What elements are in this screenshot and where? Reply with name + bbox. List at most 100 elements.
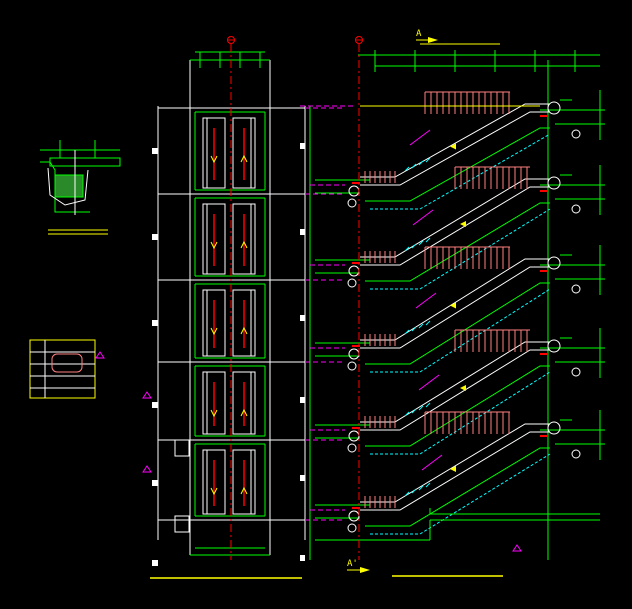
step-tick [411,163,417,169]
step-tick [411,488,417,494]
escalator-panel-left [202,449,226,515]
handrail-newel [547,421,561,435]
direction-arrow-icon [240,240,248,249]
escalator-step-line [360,266,550,349]
leader-line [409,129,431,146]
direction-arrow-icon [210,487,218,496]
escalator-section [300,43,605,560]
direction-arrow-icon [240,326,248,335]
escalator-step-line [360,111,550,186]
escalator-handrail-top [360,341,550,423]
escalator-truss-bottom [365,202,550,282]
escalator-truss-bottom [365,127,550,202]
step-tick [411,243,417,249]
leader-line [415,292,437,309]
section-label-bottom: A' [347,559,358,569]
escalator-truss-bottom [365,365,550,447]
leader-line [418,374,440,391]
leader-line [421,454,443,471]
step-tick [404,166,410,172]
floor-tag [152,480,158,486]
escalator-handrail-top [360,103,550,178]
level-marker-icon [95,351,105,359]
section-arrow-icon [428,37,438,43]
handrail-newel [547,101,561,115]
pit-wheel [571,367,581,377]
escalator-panel-left [202,371,226,435]
step-tick [404,329,410,335]
escalator-soffit-line [370,133,551,210]
escalator-soffit-line [370,208,551,290]
escalator-panel-right [232,371,256,435]
floor-tag [152,402,158,408]
step-tick [404,246,410,252]
axis-markers [227,36,363,560]
pit-wheel [347,443,357,453]
floor-tag [300,397,305,403]
handrail-newel [547,339,561,353]
step-tick [404,491,410,497]
side-box [174,515,190,533]
step-tick [425,157,431,163]
step-tick [411,326,417,332]
direction-arrow-icon [210,327,218,336]
flow-arrow-icon [450,143,456,150]
floor-tag [152,148,158,154]
flow-arrow-icon [450,302,456,309]
detail-handrail-section [40,140,121,235]
step-tick [425,482,431,488]
escalator-handrail-top [360,423,550,503]
step-tick [425,237,431,243]
floor-tag [300,555,305,561]
side-box [174,439,190,457]
pit-wheel [347,198,357,208]
floor-tag [152,234,158,240]
escalator-panel-right [232,289,256,357]
pit-wheel [571,204,581,214]
escalator-panel-right [232,117,256,189]
step-tick [425,320,431,326]
section-marker-bottom: A' [347,559,370,573]
level-marker-icon [142,391,152,399]
leader-line [412,209,434,226]
step-tick [418,160,424,166]
pit-wheel [571,284,581,294]
floor-tag [300,315,305,321]
escalator-soffit-line [370,453,551,535]
concrete-hatch [54,174,84,198]
detail-panel [29,339,105,399]
step-tick [418,405,424,411]
escalator-handrail-top [360,178,550,258]
pit-wheel [347,523,357,533]
step-tick [418,240,424,246]
escalator-panel-right [232,203,256,275]
pit-wheel [347,361,357,371]
step-tick [418,485,424,491]
direction-arrow-icon [240,154,248,163]
section-marker-top: A [416,29,438,43]
direction-arrow-icon [240,486,248,495]
floor-tag [300,475,305,481]
pit-wheel [347,278,357,288]
level-marker-icon [512,544,522,552]
level-marker-icon [142,465,152,473]
pit-wheel [571,449,581,459]
handrail-newel [547,256,561,270]
flow-arrow-icon [450,466,456,472]
escalator-panel-right [232,449,256,515]
escalator-step-line [360,431,550,511]
escalator-soffit-line [370,371,551,455]
direction-arrow-icon [210,409,218,418]
escalator-panel-left [202,289,226,357]
direction-arrow-icon [210,241,218,250]
axis-bubble-icon [355,36,363,44]
step-tick [425,402,431,408]
axis-bubble-icon [227,36,235,44]
step-tick [418,323,424,329]
section-arrow-icon [360,567,370,573]
step-tick [411,408,417,414]
flow-arrow-icon [460,385,466,391]
pit-wheel [571,129,581,139]
